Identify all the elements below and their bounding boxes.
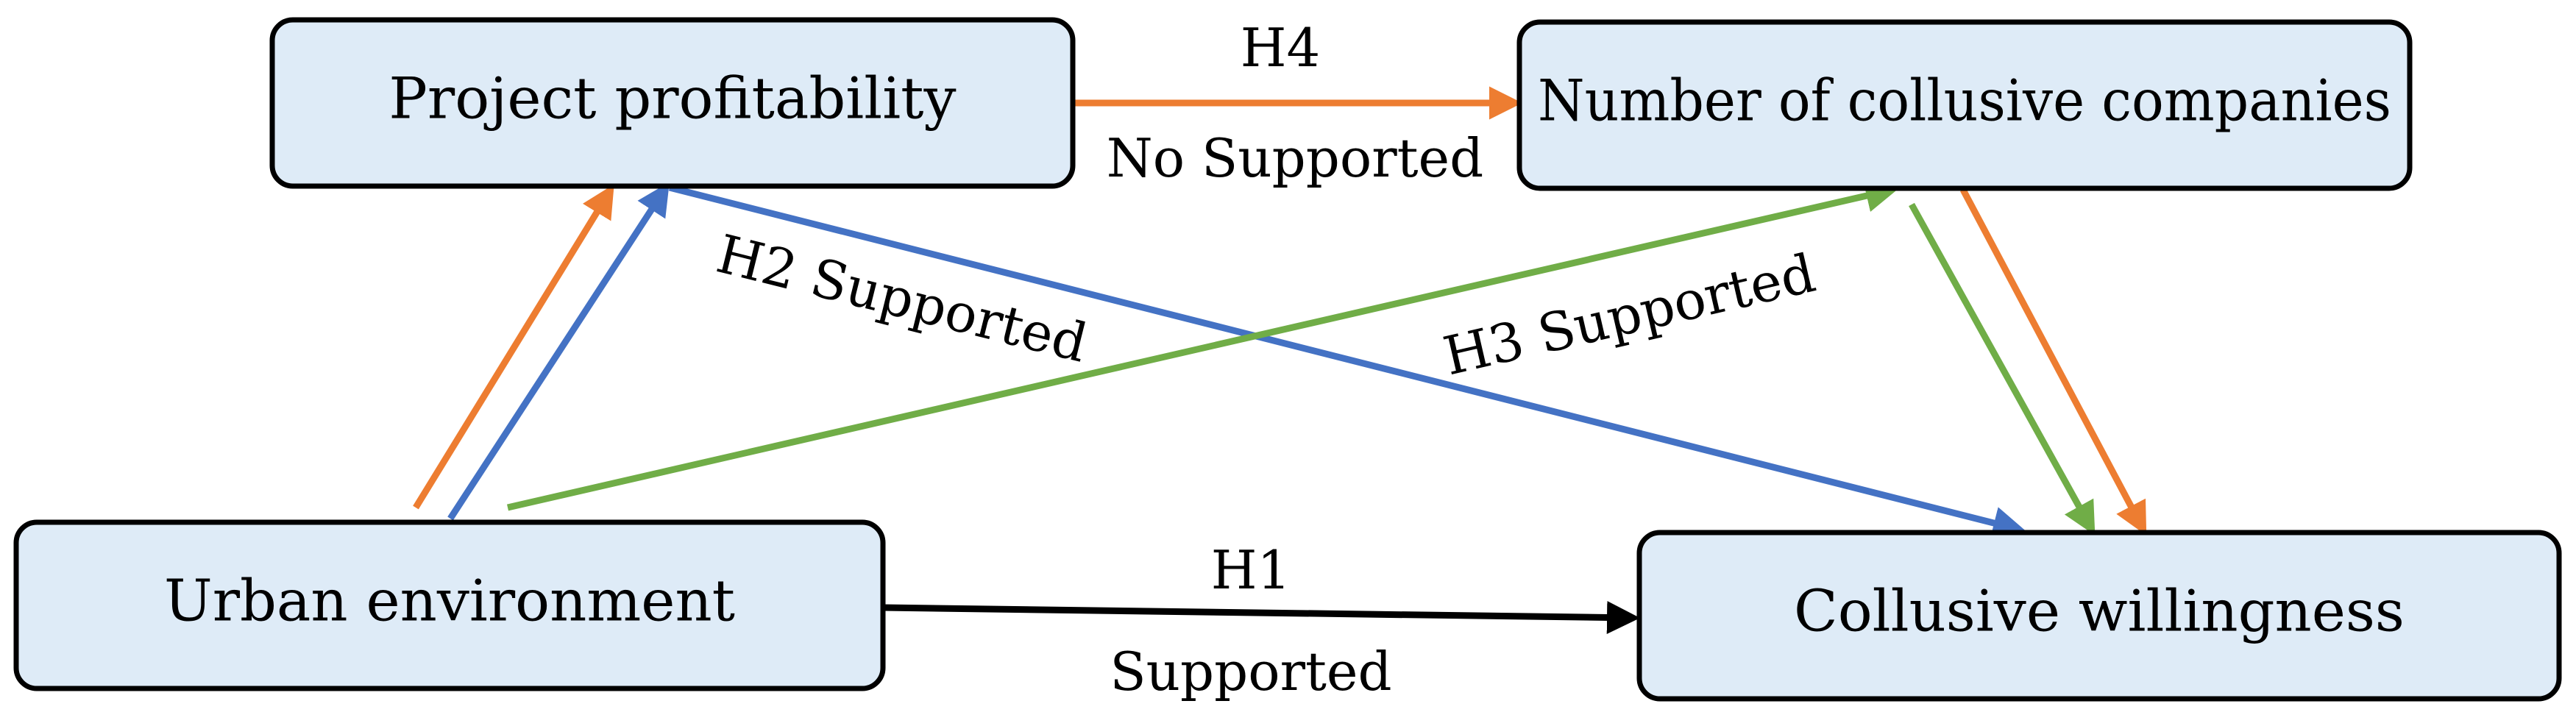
node-project-profitability: Project profitability	[269, 17, 1076, 189]
h3-arrow-companies-to-willingness	[1909, 202, 2096, 535]
node-number-of-collusive-companies: Number of collusive companies	[1516, 19, 2413, 191]
h1-result: Supported	[1110, 641, 1391, 702]
node-box	[13, 519, 886, 691]
h1-label: H1	[1211, 539, 1291, 601]
h4-label: H4	[1241, 17, 1321, 79]
h3-arrow-urban-to-companies	[506, 179, 1899, 511]
node-box	[1636, 530, 2562, 702]
node-label: Urban environment	[164, 569, 735, 635]
node-label: Collusive willingness	[1794, 579, 2405, 645]
h1-arrow	[882, 601, 1640, 635]
h3-label: H3 Supported	[1438, 242, 1820, 388]
node-box	[1516, 19, 2413, 191]
h4-result: No Supported	[1107, 127, 1484, 189]
h2-arrow-profitability-to-willingness	[668, 184, 2026, 539]
node-urban-environment: Urban environment	[13, 519, 886, 691]
node-box	[269, 17, 1076, 189]
h2-arrow-urban-to-profitability	[447, 182, 670, 521]
orange-arrow-urban-to-profitability	[413, 184, 614, 510]
node-label: Number of collusive companies	[1538, 68, 2391, 135]
node-label: Project profitability	[388, 66, 956, 132]
orange-arrow-companies-to-willingness	[1960, 188, 2147, 535]
node-collusive-willingness: Collusive willingness	[1636, 530, 2562, 702]
